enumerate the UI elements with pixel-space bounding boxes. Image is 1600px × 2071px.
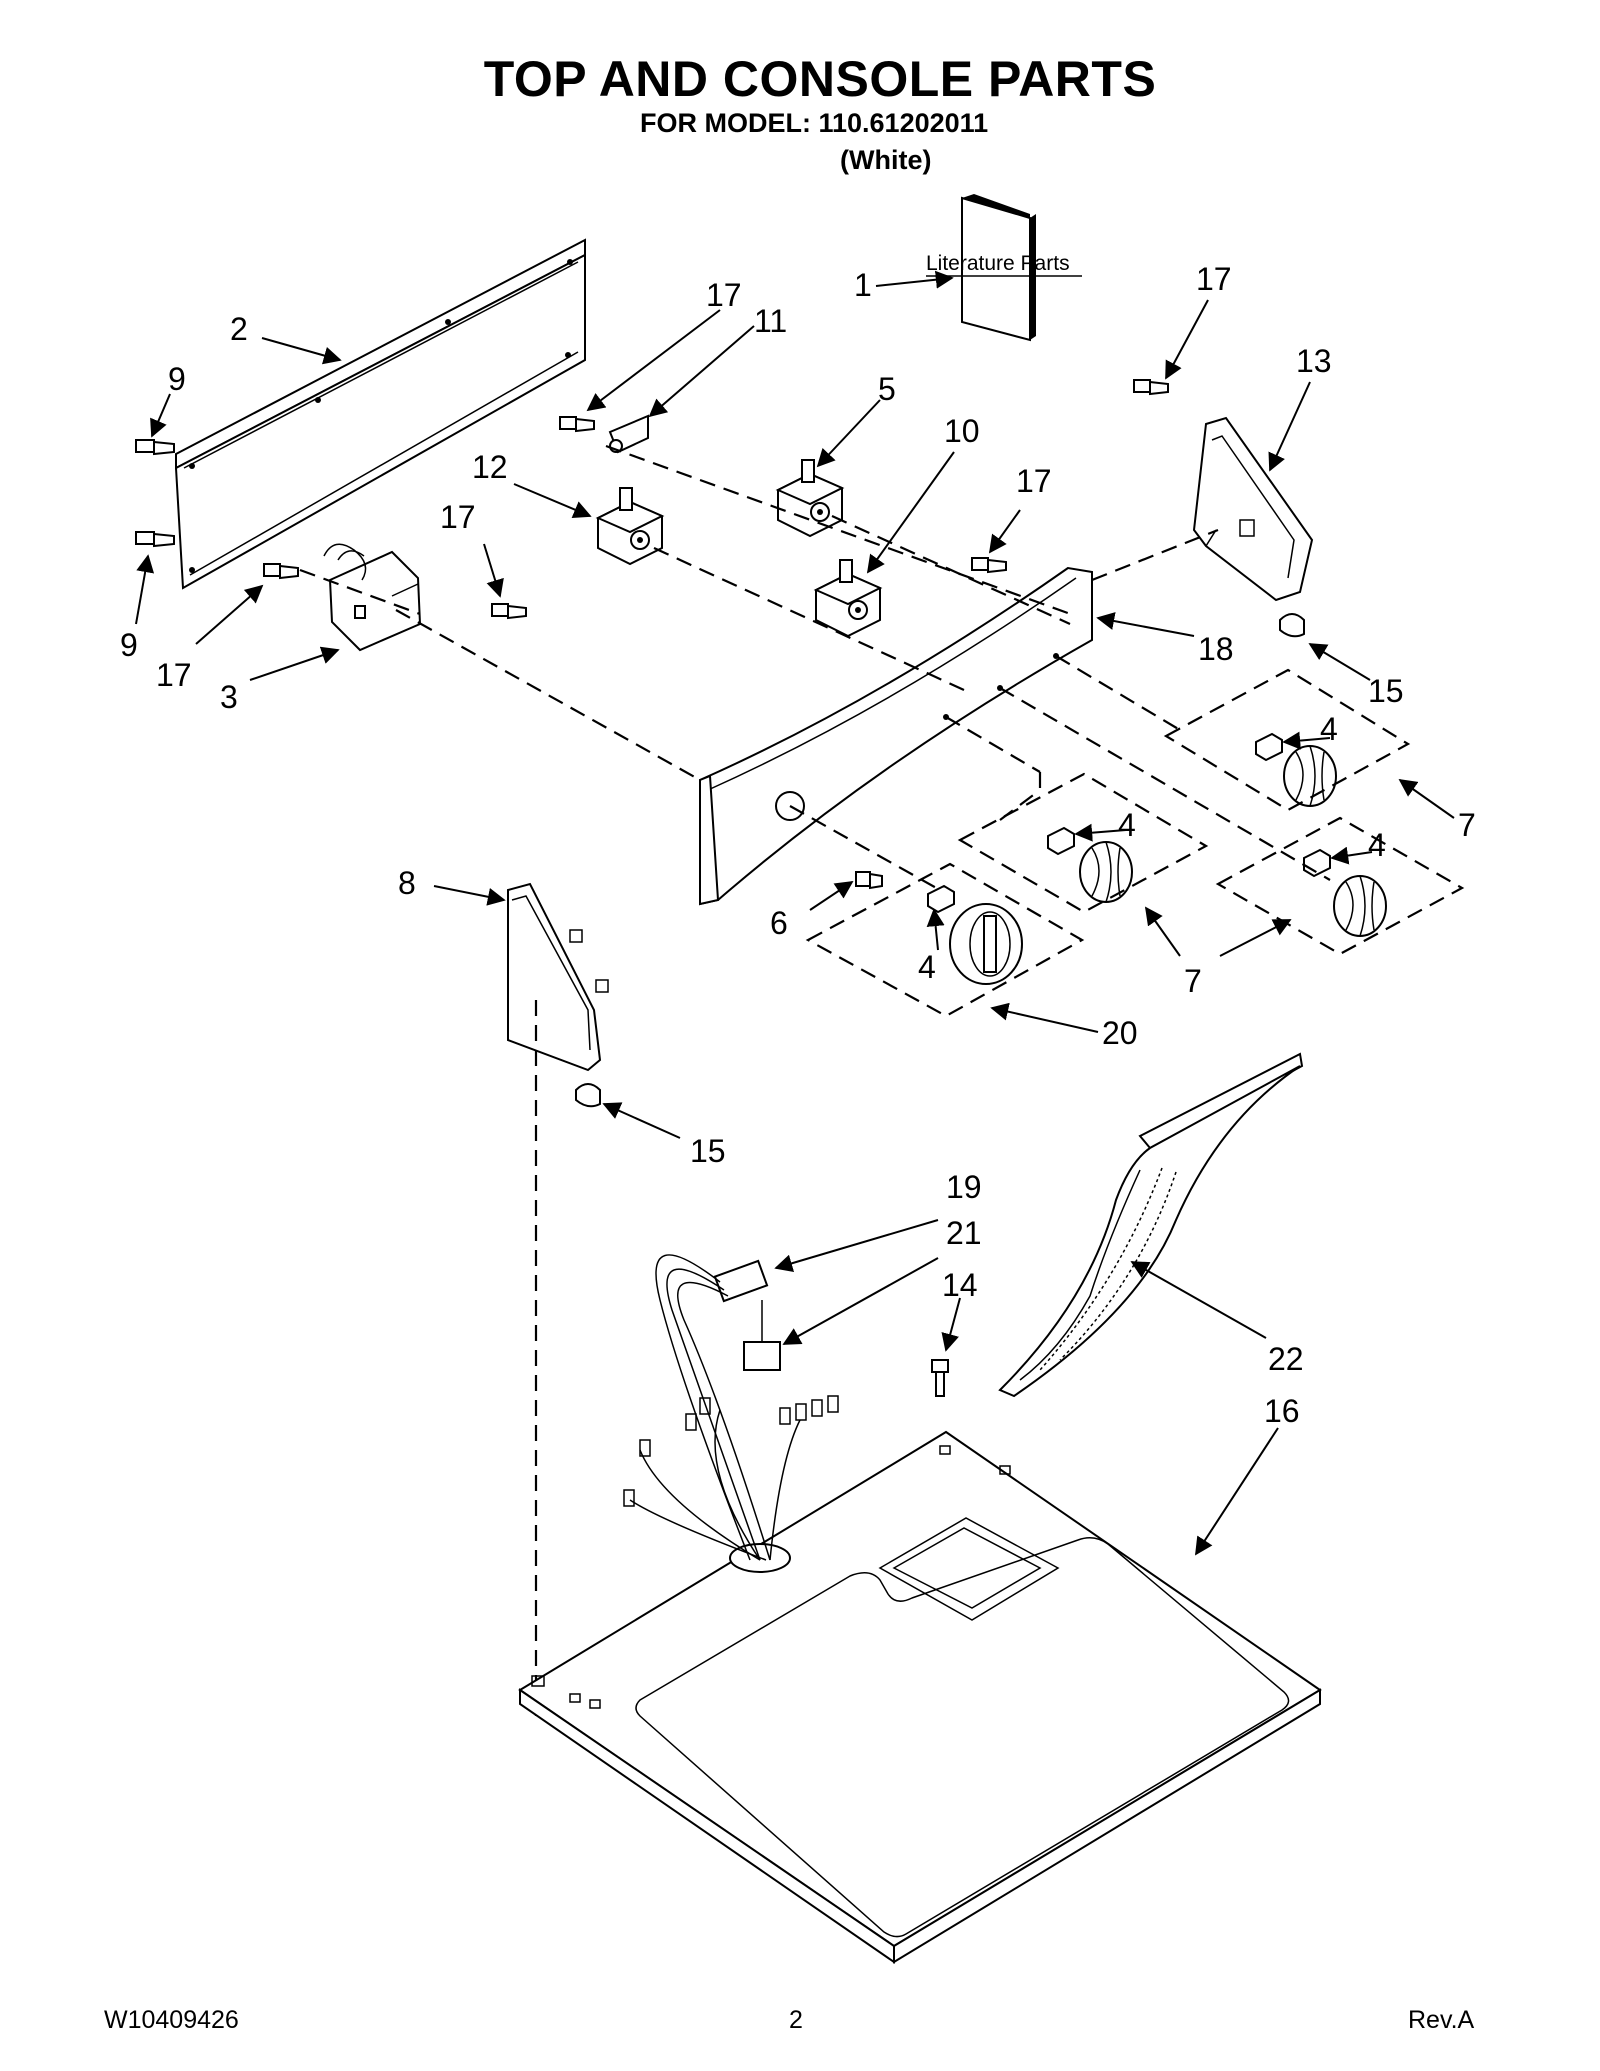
callout-22: 22 <box>1268 1341 1304 1377</box>
clip-4-part <box>927 884 955 914</box>
knob-7-part <box>1283 745 1337 807</box>
callout-14: 14 <box>942 1267 978 1303</box>
screw-9-part <box>135 439 175 456</box>
clip-4-part <box>1255 732 1283 762</box>
callout-12: 12 <box>472 449 508 485</box>
page-number: 2 <box>789 2006 803 2034</box>
callout-4: 4 <box>1368 827 1386 863</box>
screw-17-part <box>559 416 595 433</box>
assembly-guide-lines <box>299 444 1465 1720</box>
callout-4: 4 <box>918 949 936 985</box>
callout-15: 15 <box>690 1133 726 1169</box>
callout-7: 7 <box>1184 963 1202 999</box>
screw-14-part <box>931 1359 949 1397</box>
clip-15-part <box>1279 613 1305 638</box>
bracket-11-part <box>608 414 649 454</box>
callout-17: 17 <box>1196 261 1232 297</box>
callout-9: 9 <box>120 627 138 663</box>
literature-parts-label: Literature Parts <box>926 252 1070 275</box>
end-cap-right-part <box>1192 416 1314 602</box>
clip-4-part <box>1303 848 1331 878</box>
page-title: TOP AND CONSOLE PARTS <box>483 51 1157 107</box>
callout-19: 19 <box>946 1169 982 1205</box>
callout-2: 2 <box>230 311 248 347</box>
callout-1: 1 <box>854 267 872 303</box>
top-panel-part <box>518 1430 1322 1964</box>
callout-17: 17 <box>706 277 742 313</box>
rear-panel-part <box>174 238 586 590</box>
callout-20: 20 <box>1102 1015 1138 1051</box>
callout-17: 17 <box>1016 463 1052 499</box>
callout-17: 17 <box>440 499 476 535</box>
switch-10-part <box>813 559 883 638</box>
callout-17: 17 <box>156 657 192 693</box>
callout-13: 13 <box>1296 343 1332 379</box>
literature-booklet-part <box>961 194 1036 342</box>
revision-label: Rev.A <box>1408 2006 1475 2034</box>
knob-7-part <box>1079 841 1133 903</box>
screw-17-part <box>1133 379 1169 396</box>
screw-6-part <box>855 871 883 890</box>
callout-8: 8 <box>398 865 416 901</box>
model-color: (White) <box>840 145 932 175</box>
switch-12-part <box>595 487 665 566</box>
callout-5: 5 <box>878 371 896 407</box>
callout-10: 10 <box>944 413 980 449</box>
wire-harness-part <box>623 1254 839 1561</box>
callout-leaders <box>135 270 1455 1556</box>
screw-17-part <box>263 563 299 580</box>
callout-18: 18 <box>1198 631 1234 667</box>
callout-16: 16 <box>1264 1393 1300 1429</box>
knob-7-part <box>1333 875 1387 937</box>
callout-3: 3 <box>220 679 238 715</box>
document-number: W10409426 <box>104 2006 239 2034</box>
parts-diagram: Literature Parts <box>120 194 1476 1964</box>
screw-17-part <box>971 557 1007 574</box>
clip-4-part <box>1047 826 1075 856</box>
end-cap-left-part <box>507 882 609 1072</box>
model-number: FOR MODEL: 110.61202011 <box>640 108 989 138</box>
timer-part <box>323 543 422 652</box>
callout-11: 11 <box>754 303 787 339</box>
knob-20-part <box>949 903 1023 985</box>
callout-6: 6 <box>770 905 788 941</box>
callout-9: 9 <box>168 361 186 397</box>
screw-17-part <box>491 603 527 620</box>
screw-9-part <box>135 531 175 548</box>
clip-15-part <box>575 1083 601 1108</box>
thermistor-part <box>743 1300 781 1371</box>
lint-screen-part <box>998 1052 1304 1398</box>
callout-7: 7 <box>1458 807 1476 843</box>
switch-5-part <box>775 459 845 538</box>
callout-15: 15 <box>1368 673 1404 709</box>
callout-21: 21 <box>946 1215 982 1251</box>
callout-4: 4 <box>1118 807 1136 843</box>
console-part <box>699 566 1093 906</box>
callout-4: 4 <box>1320 711 1338 747</box>
